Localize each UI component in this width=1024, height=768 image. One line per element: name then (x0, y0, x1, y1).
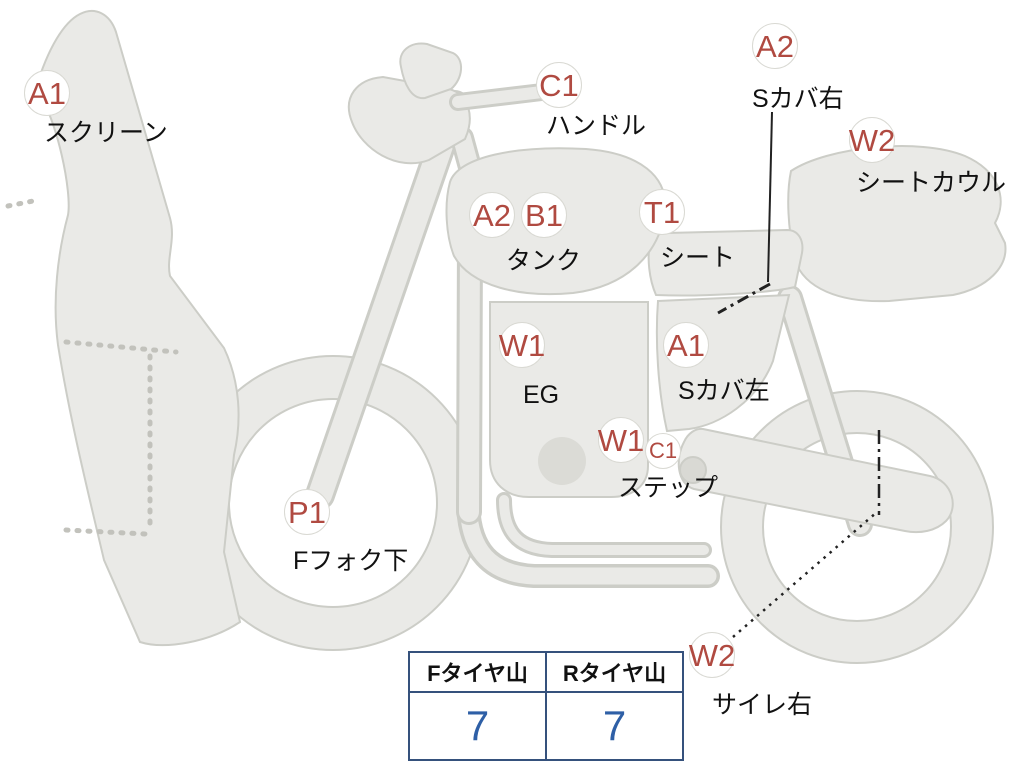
damage-code-silencer: W2 (689, 632, 735, 678)
handlebar (449, 83, 551, 111)
engine-case-circle (538, 437, 586, 485)
damage-code-seat: T1 (639, 189, 685, 235)
damage-code-step-2: C1 (645, 433, 681, 469)
damage-code-scover-right: A2 (752, 23, 798, 69)
headlight-shape (347, 75, 471, 165)
leader-lines (717, 111, 881, 638)
part-name-step: ステップ (618, 474, 719, 502)
rear-tire-header: Rタイヤ山 (545, 651, 684, 693)
damage-code-engine: W1 (499, 322, 545, 368)
mirror-shape (399, 42, 462, 100)
part-name-seat: シート (660, 244, 736, 272)
part-name-silencer: サイレ右 (712, 691, 813, 719)
damage-code-ffork: P1 (284, 489, 330, 535)
damage-code-tank-2: B1 (521, 192, 567, 238)
tire-tread-table: Fタイヤ山 Rタイヤ山 7 7 (408, 651, 684, 761)
part-name-scover-left: Sカバ左 (678, 377, 770, 405)
damage-code-scover-left: A1 (663, 322, 709, 368)
damage-code-step-1: W1 (598, 417, 644, 463)
damage-code-handle: C1 (536, 62, 582, 108)
part-name-seat-cowl: シートカウル (856, 169, 1007, 197)
leader-scover-right (767, 111, 773, 283)
footpeg-circle (679, 456, 707, 484)
leader-scover-right-dashdot (717, 282, 771, 315)
part-name-ffork: Fフォク下 (293, 547, 409, 575)
damage-code-screen: A1 (24, 70, 70, 116)
damage-code-tank-1: A2 (469, 192, 515, 238)
rear-tire-value: 7 (545, 691, 684, 761)
front-tire-value: 7 (408, 691, 547, 761)
part-name-screen: スクリーン (44, 119, 168, 147)
front-fork (305, 90, 470, 510)
front-fairing (34, 9, 242, 647)
part-name-engine: EG (523, 381, 560, 409)
damage-code-seat-cowl: W2 (849, 117, 895, 163)
front-tire-header: Fタイヤ山 (408, 651, 547, 693)
exhaust-pipes (456, 223, 720, 588)
muffler (677, 427, 954, 534)
fairing-stitch-lines (5, 197, 179, 537)
part-name-tank: タンク (506, 247, 582, 275)
part-name-handle: ハンドル (546, 112, 647, 140)
part-name-scover-right: Sカバ右 (752, 85, 844, 113)
